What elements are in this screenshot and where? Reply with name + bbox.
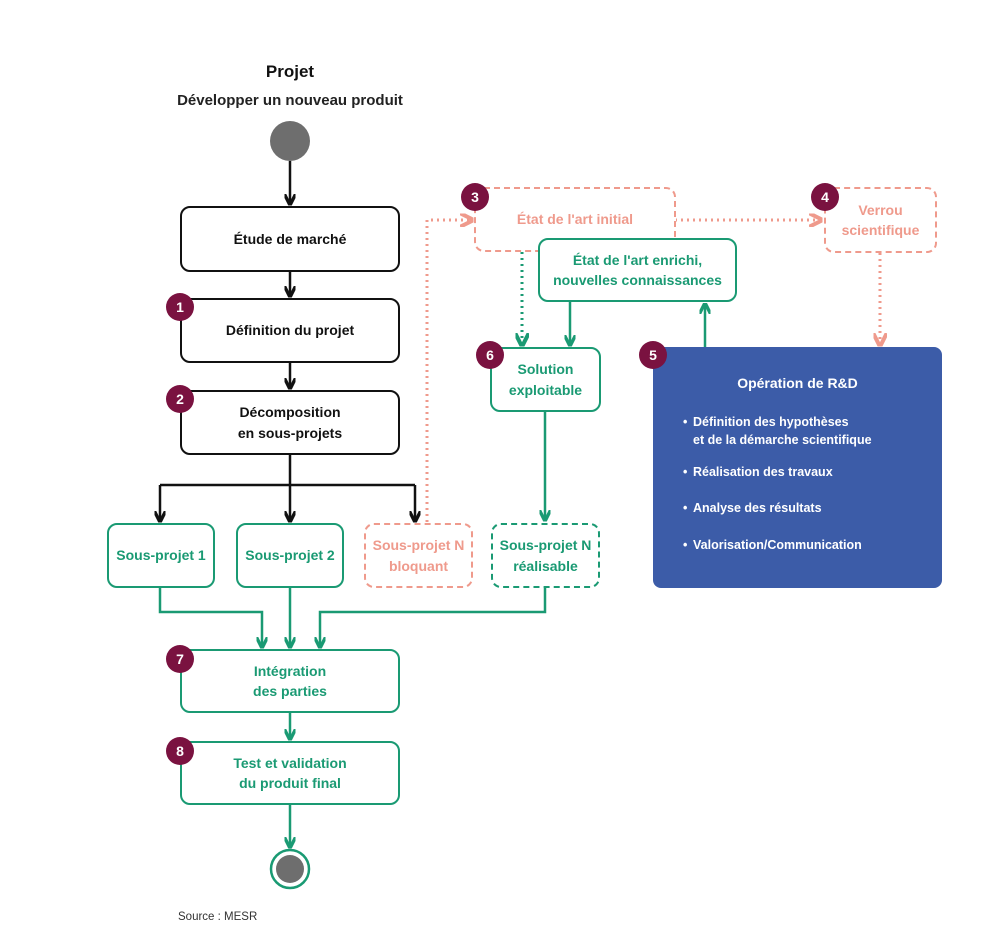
source-note: Source : MESR xyxy=(178,911,258,923)
node-test-validation-line-1: Test et validation xyxy=(233,754,347,771)
step-badge-7: 7 xyxy=(166,645,194,673)
node-decomposition: Décomposition en sous-projets xyxy=(180,390,400,455)
node-sous-projet-1-label: Sous-projet 1 xyxy=(116,547,206,564)
node-definition-projet-label: Définition du projet xyxy=(225,322,355,339)
step-badge-5: 5 xyxy=(639,341,667,369)
node-integration-line-1: Intégration xyxy=(253,662,327,679)
rd-item-1-line-1: Définition des hypothèses xyxy=(693,415,849,429)
step-badge-3: 3 xyxy=(461,183,489,211)
node-etat-art-enrichi-line-2: nouvelles connaissances xyxy=(553,272,722,288)
node-decomposition-line-1: Décomposition xyxy=(239,404,341,421)
rd-item-1-line-2: et de la démarche scientifique xyxy=(693,433,872,448)
node-etat-art-enrichi-line-1: État de l'art enrichi, xyxy=(572,251,703,268)
node-decomposition-line-2: en sous-projets xyxy=(237,424,343,441)
node-definition-projet: Définition du projet xyxy=(180,298,400,363)
node-sous-projet-2-label: Sous-projet 2 xyxy=(245,547,335,564)
arrow-sp1-to-integration xyxy=(158,588,262,646)
node-sous-projet-2: Sous-projet 2 xyxy=(236,523,344,588)
diagram-title: Projet xyxy=(265,62,315,81)
end-node xyxy=(276,855,304,883)
step-badge-8: 8 xyxy=(166,737,194,765)
rd-operation-box: Opération de R&D Définition des hypothès… xyxy=(653,347,942,588)
node-sous-projet-n-realisable-line-1: Sous-projet N xyxy=(499,537,592,554)
rd-operation-item: Réalisation des travaux xyxy=(683,463,926,481)
node-etude-marche: Étude de marché xyxy=(180,206,400,272)
node-solution-line-1: Solution xyxy=(517,361,574,378)
node-etat-art-initial-label: État de l'art initial xyxy=(516,211,634,227)
node-verrou-line-2: scientifique xyxy=(841,222,920,238)
node-solution-exploitable: Solution exploitable xyxy=(490,347,601,412)
step-badge-2: 2 xyxy=(166,385,194,413)
arrow-spn-realisable-to-integration xyxy=(320,588,547,646)
node-test-validation: Test et validation du produit final xyxy=(180,741,400,805)
node-integration: Intégration des parties xyxy=(180,649,400,713)
node-sous-projet-n-realisable-line-2: réalisable xyxy=(513,557,578,574)
node-sous-projet-n-bloquant-line-1: Sous-projet N xyxy=(372,537,465,554)
rd-operation-list: Définition des hypothèses et de la démar… xyxy=(683,413,926,554)
arrow-bloquant-to-etat-initial xyxy=(425,220,471,522)
node-test-validation-line-2: du produit final xyxy=(239,775,341,791)
node-sous-projet-n-bloquant-line-2: bloquant xyxy=(388,557,449,574)
rd-operation-item: Définition des hypothèses et de la démar… xyxy=(683,413,926,449)
rd-operation-item: Analyse des résultats xyxy=(683,499,926,517)
node-sous-projet-1: Sous-projet 1 xyxy=(107,523,215,588)
node-verrou-line-1: Verrou xyxy=(858,201,903,218)
node-integration-line-2: des parties xyxy=(253,683,327,699)
node-etat-art-enrichi: État de l'art enrichi, nouvelles connais… xyxy=(538,238,737,302)
node-sous-projet-n-bloquant: Sous-projet N bloquant xyxy=(364,523,473,588)
start-node xyxy=(270,121,310,161)
node-verrou-scientifique: Verrou scientifique xyxy=(824,187,937,253)
node-sous-projet-n-realisable: Sous-projet N réalisable xyxy=(491,523,600,588)
step-badge-6: 6 xyxy=(476,341,504,369)
rd-operation-title: Opération de R&D xyxy=(737,375,858,391)
node-etude-marche-label: Étude de marché xyxy=(233,230,347,247)
step-badge-4: 4 xyxy=(811,183,839,211)
diagram-subtitle: Développer un nouveau produit xyxy=(177,92,403,109)
rd-operation-item: Valorisation/Communication xyxy=(683,536,926,554)
node-solution-line-2: exploitable xyxy=(508,381,583,398)
step-badge-1: 1 xyxy=(166,293,194,321)
